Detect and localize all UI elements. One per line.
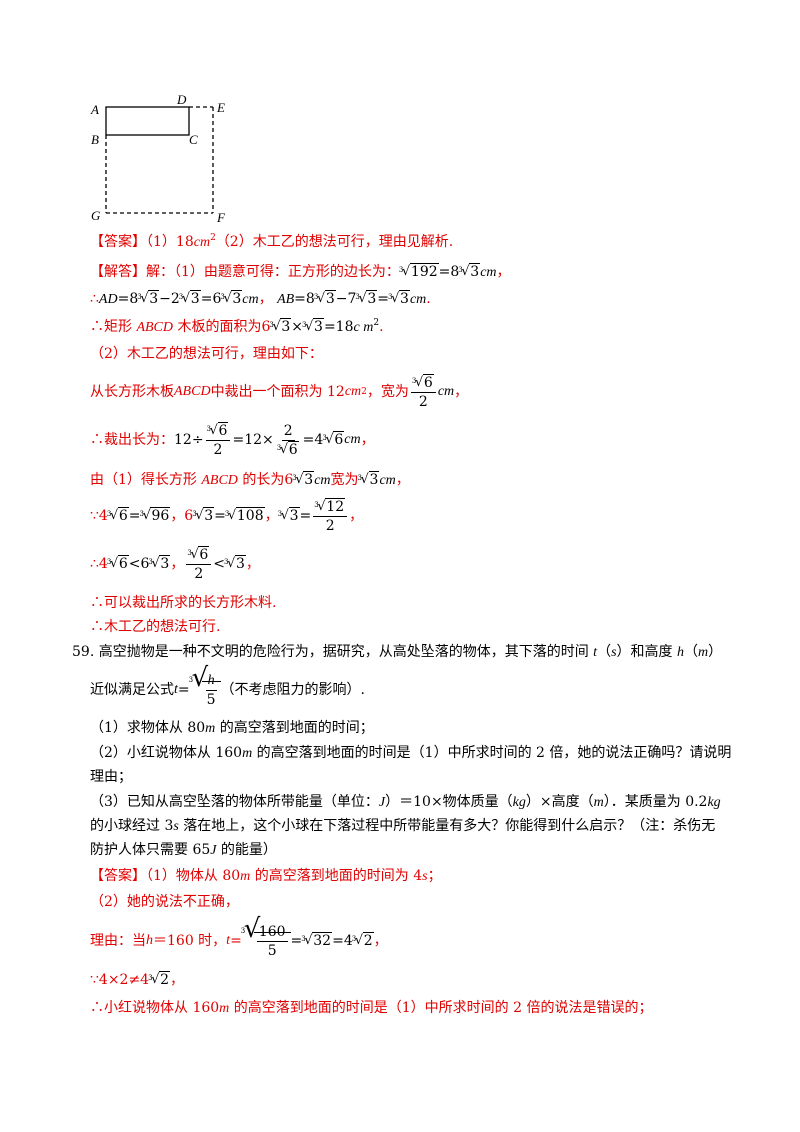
label-b: B — [91, 132, 99, 147]
question-59-part-1: （1）求物体从 80m 的高空落到地面的时间； — [90, 720, 374, 736]
rectangle-figure: A B C D E F G — [90, 92, 226, 225]
label-c: C — [189, 132, 198, 147]
question-59-line-1: 59. 高空抛物是一种不文明的危险行为，据研究，从高处坠落的物体，其下落的时间 … — [72, 644, 723, 660]
label-e: E — [216, 100, 225, 115]
answer-59-line-5: ∴小红说物体从 160m 的高空落到地面的时间是（1）中所求时间的 2 倍的说法… — [90, 1000, 653, 1016]
solution-58-line-10: ∴可以裁出所求的长方形木料. — [90, 595, 277, 611]
answer-58: 【答案】（1）18cm2（2）木工乙的想法可行，理由见解析. — [90, 233, 454, 251]
label-a: A — [90, 102, 99, 117]
label-g: G — [91, 208, 101, 223]
question-59-part-2-cont: 理由； — [90, 769, 132, 785]
rectangle-abcd — [105, 106, 190, 136]
solution-58-line-11: ∴木工乙的想法可行. — [90, 619, 221, 635]
label-d: D — [176, 92, 187, 107]
question-59-part-3-cont: 的小球经过 3s 落在地上，这个小球在下落过程中所带能量有多大？你能得到什么启示… — [90, 818, 716, 834]
answer-59-line-2: （2）她的说法不正确， — [90, 894, 239, 910]
solution-58-line-4: （2）木工乙的想法可行，理由如下： — [90, 346, 323, 362]
question-59-part-2: （2）小红说物体从 160m 的高空落到地面的时间是（1）中所求时间的 2 倍，… — [90, 745, 732, 761]
label-f: F — [216, 210, 226, 225]
question-59-part-3: （3）已知从高空坠落的物体所带能量（单位：J）＝10×物体质量（kg）×高度（m… — [90, 794, 721, 810]
answer-59-line-1: 【答案】（1）物体从 80m 的高空落到地面的时间为 4s； — [90, 868, 442, 884]
question-59-part-3-note: 防护人体只需要 65J 的能量） — [90, 842, 277, 858]
